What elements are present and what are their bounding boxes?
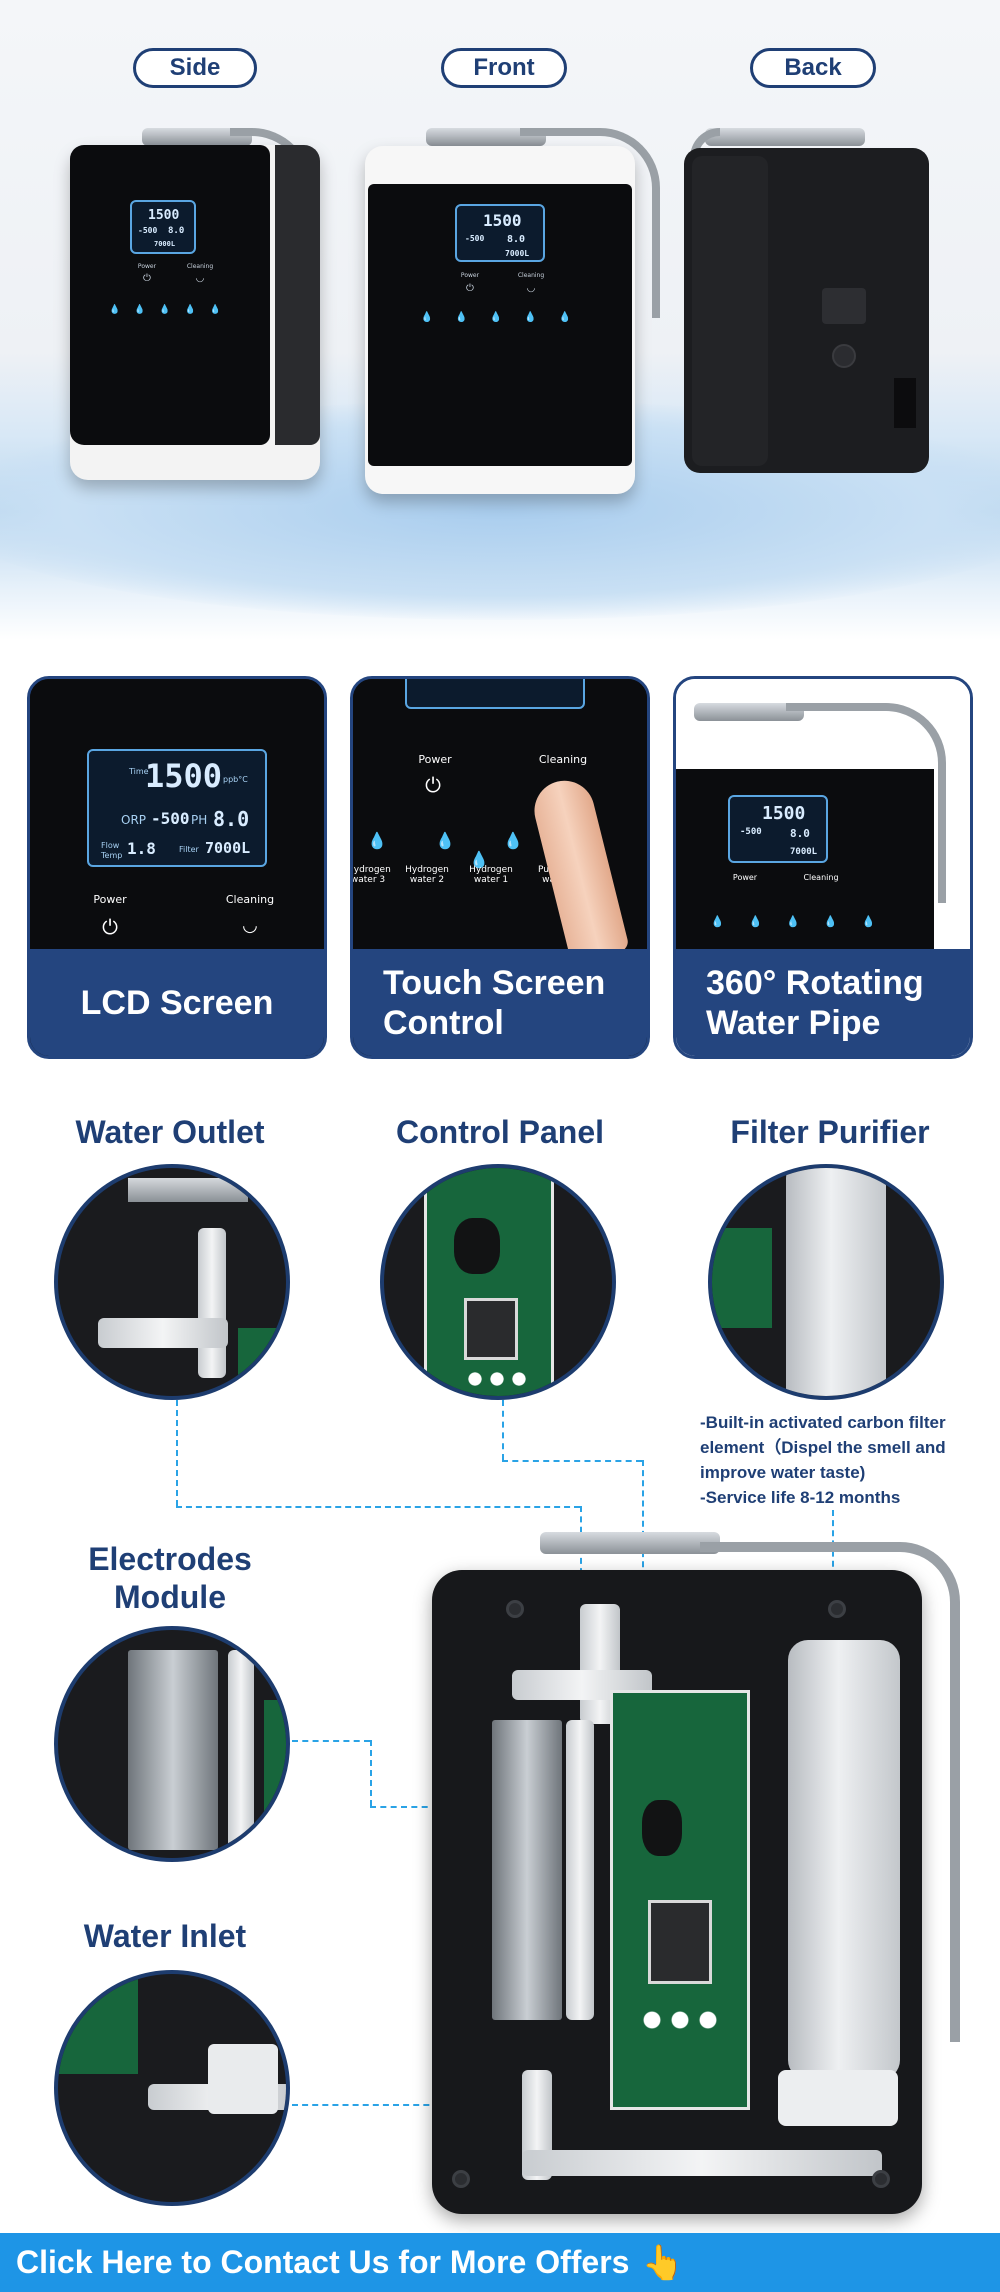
views-section: Side Front Back 1500 -500 8.0 7000L Powe… bbox=[0, 0, 1000, 640]
view-label-side: Side bbox=[133, 48, 257, 88]
view-label-front: Front bbox=[441, 48, 567, 88]
electrodes-module-closeup bbox=[54, 1626, 290, 1862]
title-water-inlet: Water Inlet bbox=[83, 1918, 247, 1954]
feature-card-lcd-screen: Time 1500 ppb°C ORP -500 PH 8.0 Flow Tem… bbox=[27, 676, 327, 1059]
feature-card-touch-control: Power Cleaning ⏻ 💧💧💧💧💧 Hydrogen water 3 … bbox=[350, 676, 650, 1059]
title-filter-purifier: Filter Purifier bbox=[730, 1114, 930, 1150]
feature-title-lcd: LCD Screen bbox=[30, 949, 324, 1056]
title-control-panel: Control Panel bbox=[395, 1114, 604, 1150]
view-label-back: Back bbox=[750, 48, 876, 88]
touch-control-photo: Power Cleaning ⏻ 💧💧💧💧💧 Hydrogen water 3 … bbox=[353, 679, 647, 964]
cleaning-icon: ◡ bbox=[242, 915, 258, 936]
filter-notes: -Built-in activated carbon filter elemen… bbox=[700, 1413, 946, 1507]
feature-card-rotating-pipe: 1500 -500 8.0 7000L Power Cleaning 💧💧💧💧💧… bbox=[673, 676, 973, 1059]
lcd-screen-photo: Time 1500 ppb°C ORP -500 PH 8.0 Flow Tem… bbox=[30, 679, 324, 955]
title-electrodes-module: Electrodes Module bbox=[88, 1541, 252, 1615]
water-outlet-closeup bbox=[54, 1164, 290, 1400]
cta-label[interactable]: Click Here to Contact Us for More Offers bbox=[16, 2244, 630, 2280]
click-cursor-icon: 👆 bbox=[641, 2242, 684, 2283]
filter-purifier-closeup bbox=[708, 1164, 944, 1400]
contact-us-cta-button[interactable]: Click Here to Contact Us for More Offers… bbox=[0, 2233, 1000, 2292]
control-panel-closeup bbox=[380, 1164, 616, 1400]
feature-title-pipe: 360° Rotating Water Pipe bbox=[676, 949, 970, 1056]
water-inlet-closeup bbox=[54, 1970, 290, 2206]
feature-title-touch: Touch Screen Control bbox=[353, 949, 647, 1056]
rotating-pipe-photo: 1500 -500 8.0 7000L Power Cleaning 💧💧💧💧💧 bbox=[676, 679, 970, 955]
title-water-outlet: Water Outlet bbox=[75, 1114, 265, 1150]
power-icon: ⏻ bbox=[102, 915, 118, 939]
